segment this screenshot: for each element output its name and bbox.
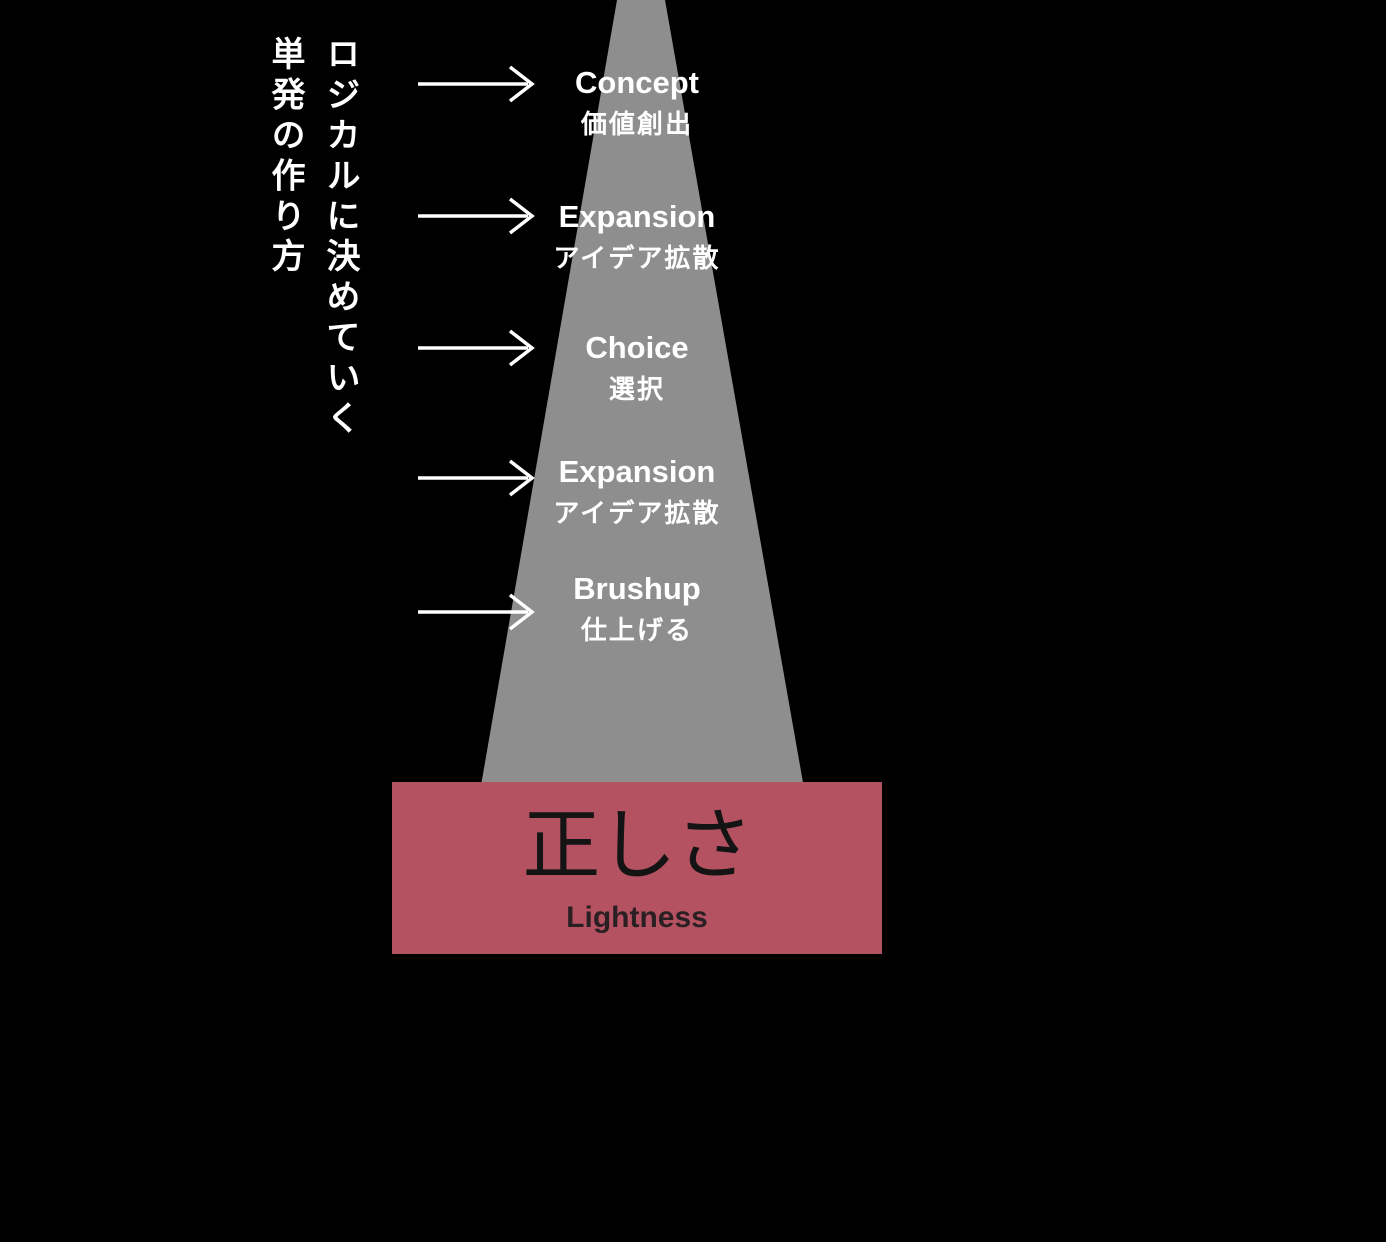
arrow-to-expansion-2-icon (418, 459, 535, 497)
arrow-to-concept-icon (418, 65, 535, 103)
stage-label-en: Expansion (558, 454, 716, 489)
side-note-line-2: 単発の作り方 (266, 36, 304, 279)
funnel-cone-shape (456, 0, 829, 930)
stage-choice: Choice 選択 (437, 327, 837, 409)
arrow-glyph (418, 459, 535, 497)
arrow-glyph (418, 197, 535, 235)
stage-label-en: Brushup (573, 571, 701, 606)
stage-label-ja: 価値創出 (580, 109, 694, 139)
lightness-box: 正しさ Lightness (392, 782, 882, 954)
stage-brushup: Brushup 仕上げる (437, 568, 837, 650)
stage-label-ja: アイデア拡散 (553, 498, 721, 528)
arrow-glyph (418, 65, 535, 103)
lightness-title-en: Lightness (566, 901, 708, 934)
stage-label-en: Choice (585, 330, 689, 365)
arrow-to-expansion-1-icon (418, 197, 535, 235)
side-note-vertical-text: ロジカルに決めていく 単発の作り方 (257, 36, 367, 466)
arrow-to-choice-icon (418, 329, 535, 367)
arrow-glyph (418, 593, 535, 631)
stage-expansion-1: Expansion アイデア拡散 (437, 196, 837, 278)
stage-expansion-2: Expansion アイデア拡散 (437, 451, 837, 533)
stage-concept: Concept 価値創出 (437, 62, 837, 144)
stage-label-ja: 選択 (608, 374, 666, 404)
stage-label-en: Concept (575, 65, 699, 100)
lightness-title-ja: 正しさ (522, 801, 753, 889)
stage-label-ja: 仕上げる (580, 615, 694, 645)
stage-label-ja: アイデア拡散 (553, 243, 721, 273)
stage-label-en: Expansion (558, 199, 716, 234)
side-note-line-1: ロジカルに決めていく (321, 36, 359, 441)
arrow-to-brushup-icon (418, 593, 535, 631)
arrow-glyph (418, 329, 535, 367)
